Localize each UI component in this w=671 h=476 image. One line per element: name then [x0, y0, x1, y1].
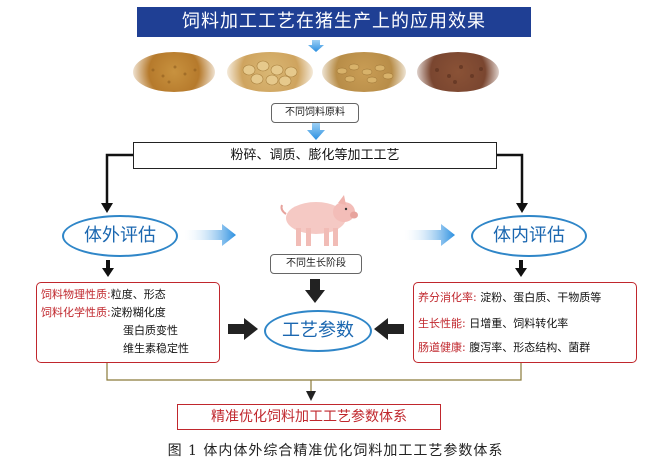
- growth-performance-label: 生长性能:: [418, 317, 466, 330]
- growth-performance-value: 日增重、饲料转化率: [469, 317, 569, 330]
- chemical-property-item: 蛋白质变性: [123, 324, 178, 337]
- digestibility-label: 养分消化率:: [418, 291, 477, 304]
- left-elbow-arrowhead: [101, 203, 113, 213]
- right-elbow-arrowhead: [516, 203, 528, 213]
- gut-health-label: 肠道健康:: [418, 341, 466, 354]
- chemical-properties-label: 饲料化学性质:: [41, 306, 111, 319]
- figure-caption: 图 1 体内体外综合精准优化饲料加工工艺参数体系: [167, 443, 504, 459]
- physical-properties-value: 粒度、形态: [110, 288, 166, 301]
- title-down-arrow: [308, 40, 324, 52]
- right-to-param-arrow: [374, 318, 404, 340]
- gut-health-value: 腹泻率、形态结构、菌群: [469, 341, 591, 354]
- vivo-down-arrow: [515, 260, 527, 277]
- raw-materials-box: 不同饲料原料: [271, 103, 359, 123]
- in-vitro-properties-box: 饲料物理性质:粒度、形态 饲料化学性质:淀粉糊化度 蛋白质变性 维生素稳定性: [36, 282, 220, 363]
- in-vitro-oval: 体外评估: [62, 215, 178, 257]
- left-elbow-line: [105, 153, 133, 205]
- optimized-parameter-system-box: 精准优化饲料加工工艺参数体系: [177, 404, 441, 430]
- buckwheat-grain-image: [417, 52, 499, 92]
- bottom-bracket-line: [106, 362, 522, 381]
- vitro-down-arrow: [102, 260, 114, 277]
- vitro-to-pig-arrow: [184, 224, 236, 246]
- in-vivo-indicators-box: 养分消化率: 淀粉、蛋白质、干物质等 生长性能: 日增重、饲料转化率 肠道健康:…: [413, 282, 637, 363]
- left-to-param-arrow: [228, 318, 258, 340]
- chemical-property-item: 维生素稳定性: [123, 342, 189, 355]
- in-vivo-oval: 体内评估: [471, 215, 587, 257]
- stage-down-arrow: [305, 279, 325, 303]
- final-down-arrow: [306, 391, 316, 401]
- millet-grain-image: [133, 52, 215, 92]
- soybean-image: [227, 52, 313, 92]
- processing-box: 粉碎、调质、膨化等加工工艺: [133, 142, 497, 169]
- right-elbow-line: [495, 153, 524, 205]
- diagram-title: 饲料加工工艺在猪生产上的应用效果: [137, 7, 531, 37]
- wheat-grain-image: [322, 52, 406, 92]
- pig-image: [280, 195, 358, 246]
- raw-down-arrow: [307, 123, 325, 140]
- chemical-property-item: 淀粉糊化度: [110, 306, 166, 319]
- physical-properties-label: 饲料物理性质:: [41, 288, 111, 301]
- digestibility-value: 淀粉、蛋白质、干物质等: [480, 291, 602, 304]
- process-parameter-oval: 工艺参数: [264, 310, 372, 352]
- pig-to-vivo-arrow: [404, 224, 455, 246]
- growth-stage-box: 不同生长阶段: [270, 254, 362, 274]
